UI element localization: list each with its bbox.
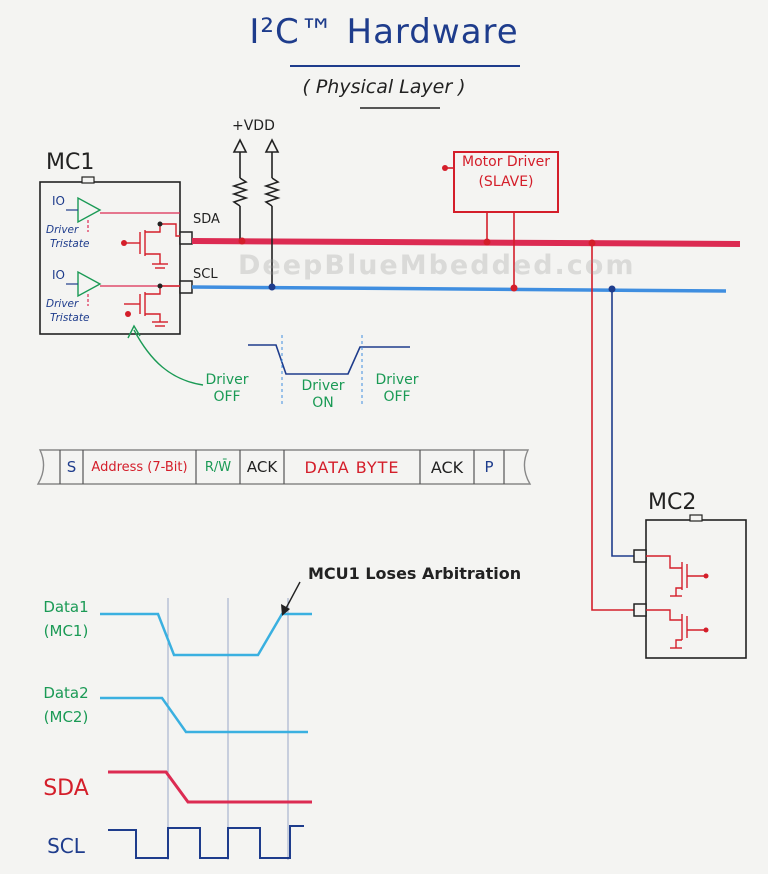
io-label-2: IO xyxy=(52,268,65,282)
scl-timing-label: SCL xyxy=(47,834,85,858)
scl-waveform xyxy=(108,825,304,859)
mcu2-label: MC2 xyxy=(648,490,697,515)
slave-line2: (SLAVE) xyxy=(478,174,534,190)
frame-field-ack2: ACK xyxy=(430,457,464,477)
annotation-arrow xyxy=(283,581,301,613)
transistor-1 xyxy=(124,223,180,269)
pullup-resistors xyxy=(231,138,281,287)
pointer-arrow xyxy=(133,329,204,386)
driver-label-2: Driver xyxy=(46,298,79,310)
driver-off-left: Driver OFF xyxy=(205,372,249,405)
data1-label: Data1 xyxy=(43,598,89,616)
mcu1-scl-label: SCL xyxy=(193,267,218,282)
io-label-1: IO xyxy=(52,194,65,208)
mcu1-label: MC1 xyxy=(46,150,95,175)
frame-field-data: DATA BYTE xyxy=(304,457,400,477)
tristate-label-2: Tristate xyxy=(50,312,90,324)
frame-field-stop: P xyxy=(484,458,494,476)
frame-field-ack1: ACK xyxy=(246,458,278,476)
slave-label: Motor Driver (SLAVE) xyxy=(452,152,560,192)
driver-triangle-1 xyxy=(77,196,102,224)
driver-on: Driver ON xyxy=(301,378,345,411)
transistor-2 xyxy=(124,285,180,327)
tristate-label-1: Tristate xyxy=(50,238,90,250)
data2-label: Data2 xyxy=(43,684,89,702)
frame-field-rw: R/W̄ xyxy=(204,459,232,475)
page-title: I²C™ Hardware xyxy=(249,12,519,52)
arbitration-annotation: MCU1 Loses Arbitration xyxy=(308,564,522,583)
mcu2-box xyxy=(645,519,747,659)
vdd-label: +VDD xyxy=(232,118,275,134)
mcu2-transistors xyxy=(646,555,706,649)
watermark: DeepBlueMbedded.com xyxy=(238,250,636,281)
data2-sub: (MC2) xyxy=(43,708,89,726)
driver-off-right: Driver OFF xyxy=(375,372,419,405)
mcu1-sda-label: SDA xyxy=(193,212,220,227)
mcu2-scl-pin xyxy=(633,549,647,563)
data1-sub: (MC1) xyxy=(43,622,89,640)
driver-label-1: Driver xyxy=(46,224,79,236)
data1-waveform xyxy=(100,612,312,657)
slave-line1: Motor Driver xyxy=(462,154,550,170)
driver-triangle-2 xyxy=(77,270,102,298)
timing-gridlines xyxy=(167,598,289,860)
data2-waveform xyxy=(100,696,308,734)
sda-timing-label: SDA xyxy=(43,776,89,801)
mcu1-sda-pin xyxy=(179,231,193,245)
mcu2-sda-pin xyxy=(633,603,647,617)
driver-state-waveform xyxy=(248,344,410,375)
frame-field-start: S xyxy=(66,458,77,476)
slave-box xyxy=(453,151,559,213)
frame-strip xyxy=(36,449,532,485)
mcu1-scl-pin xyxy=(179,280,193,294)
mcu1-box xyxy=(39,181,181,335)
frame-field-address: Address (7-Bit) xyxy=(91,459,188,475)
sda-waveform xyxy=(108,770,312,804)
sda-bus xyxy=(191,238,741,247)
page-subtitle: ( Physical Layer ) xyxy=(302,76,466,98)
scl-bus xyxy=(191,285,727,293)
